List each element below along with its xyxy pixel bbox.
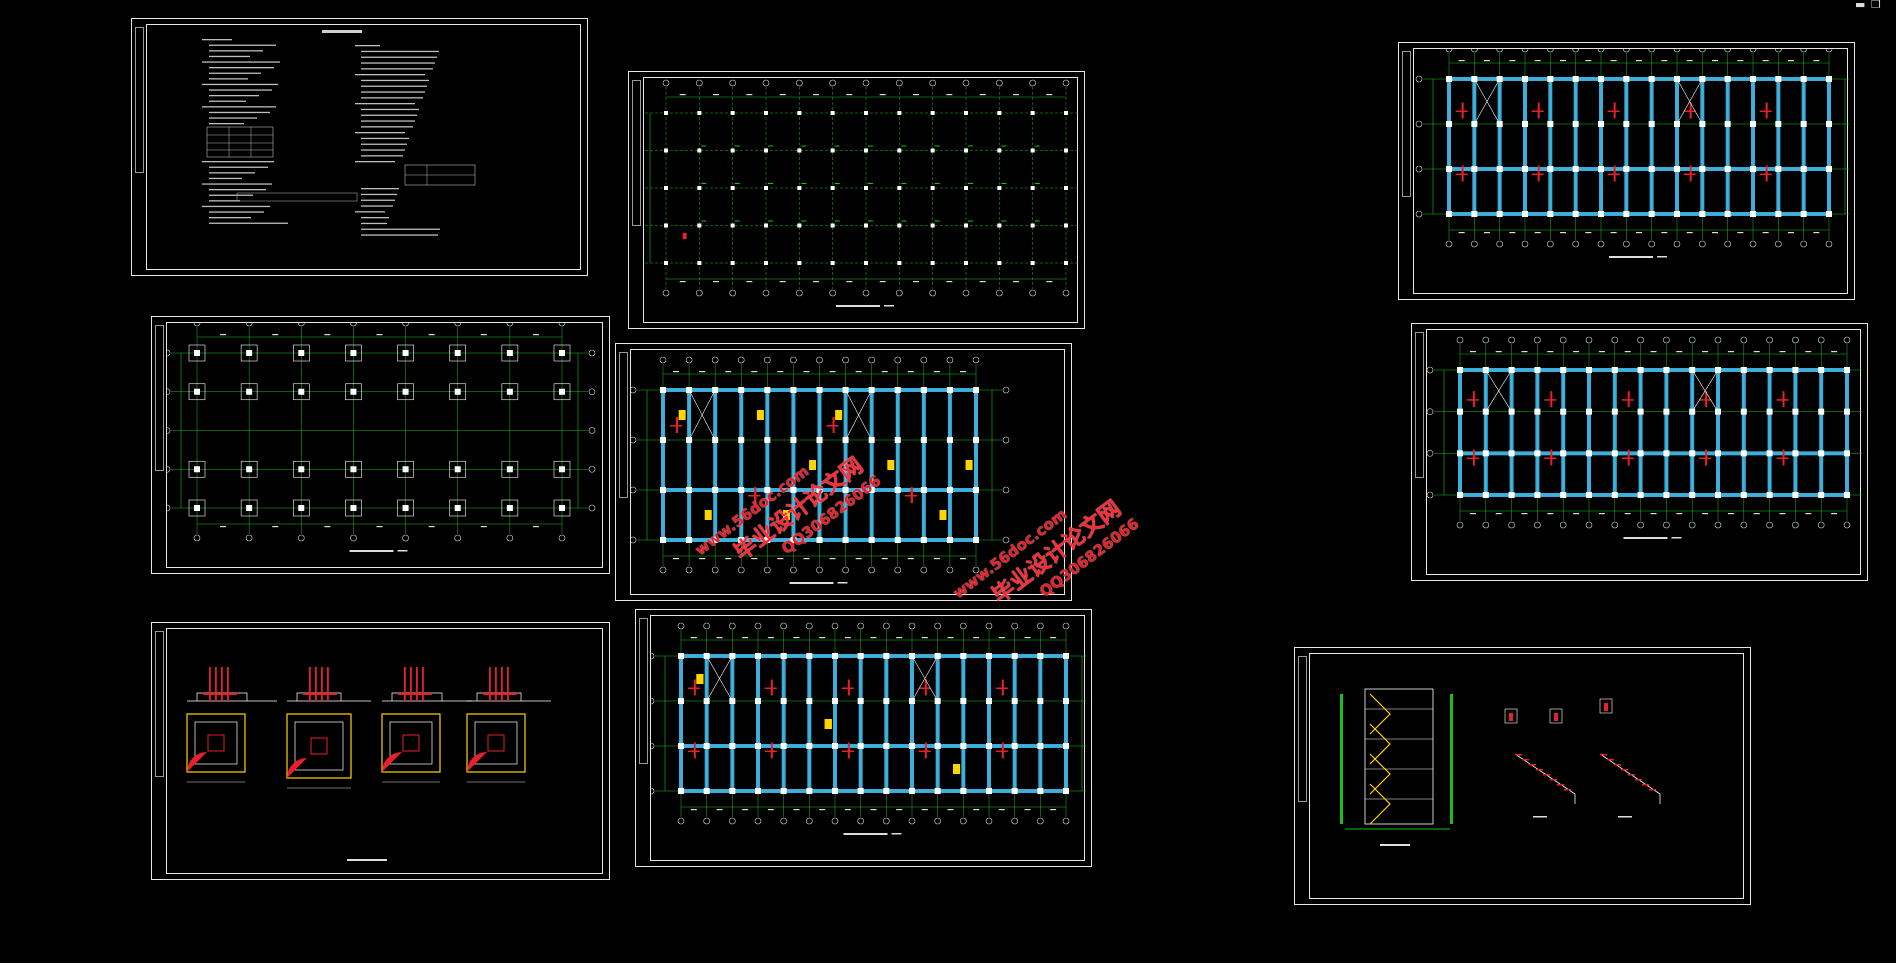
title-strip <box>155 631 164 777</box>
foundation-plan <box>163 319 596 552</box>
minimize-icon[interactable]: ▬ <box>1855 0 1866 11</box>
sheet-border <box>163 319 603 568</box>
sheet-border <box>1413 45 1863 294</box>
sheet-border <box>166 628 603 874</box>
sheet-border <box>647 615 1100 861</box>
title-strip <box>1402 51 1411 197</box>
drawing-sheet-design-notes[interactable] <box>131 18 588 276</box>
sheet-border <box>1309 653 1744 899</box>
floor-beam-plan <box>1426 336 1881 539</box>
drawing-sheet-column-layout[interactable] <box>628 71 1100 329</box>
design-notes-text-block <box>202 30 476 236</box>
column-layout-plan <box>632 79 1100 307</box>
title-strip <box>135 27 144 173</box>
floor-beam-plan <box>647 622 1100 835</box>
sheet-border <box>1426 329 1881 575</box>
title-strip <box>639 618 648 764</box>
drawing-sheet-floor-beam-plan-c[interactable] <box>1411 323 1881 581</box>
floor-beam-plan <box>1415 45 1863 258</box>
drawing-sheet-floor-beam-plan-b[interactable] <box>615 343 1072 601</box>
drawing-sheet-floor-beam-plan-d[interactable] <box>635 609 1100 867</box>
title-strip <box>1298 656 1307 802</box>
drawing-sheet-stair-details[interactable] <box>1294 647 1751 905</box>
title-strip <box>632 80 641 226</box>
title-strip <box>1415 332 1424 478</box>
title-strip <box>619 352 628 498</box>
sheet-border <box>146 24 581 270</box>
floor-beam-plan <box>629 356 1010 584</box>
drawing-sheet-foundation-plan[interactable] <box>151 316 610 574</box>
sheet-border <box>629 349 1065 595</box>
restore-icon[interactable]: ❐ <box>1871 0 1881 11</box>
title-strip <box>155 325 164 471</box>
stair-detail-drawings <box>1340 688 1661 846</box>
drawing-sheet-floor-beam-plan-a[interactable] <box>1398 42 1863 300</box>
footing-detail-drawings <box>186 667 551 861</box>
drawing-sheet-foundation-details[interactable] <box>151 622 610 880</box>
sheet-border <box>632 77 1100 323</box>
